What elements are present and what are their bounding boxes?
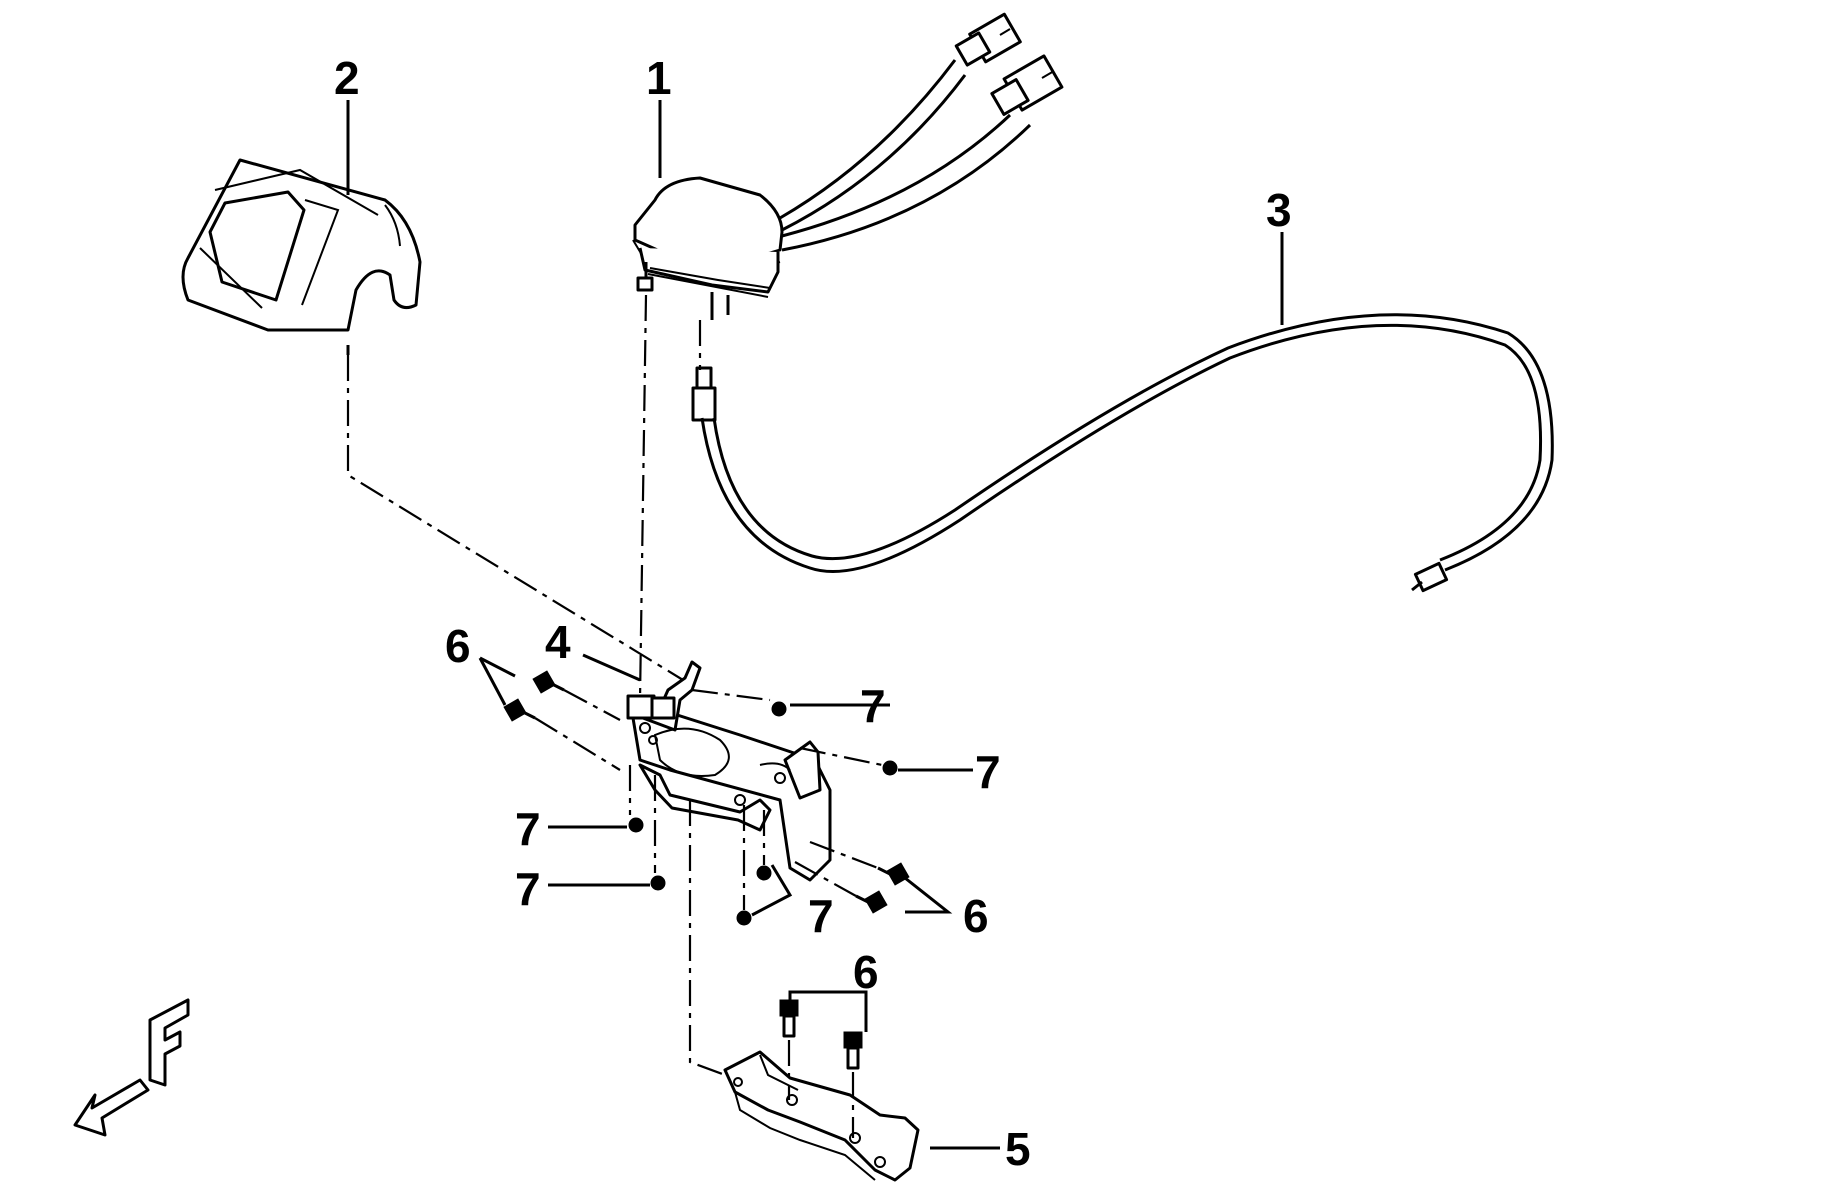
nut-7-d — [650, 875, 666, 891]
bolt-6-right-b — [855, 890, 888, 914]
meter-assembly-part — [632, 12, 1064, 320]
nut-7-c — [628, 817, 644, 833]
nut-7-b — [882, 760, 898, 776]
callout-7-center: 7 — [808, 890, 834, 942]
callout-6-upper-left: 6 — [445, 620, 471, 672]
nut-7-a — [771, 701, 787, 717]
callout-4: 4 — [545, 616, 571, 668]
bolt-6-upper-a — [532, 670, 565, 694]
nut-7-e — [756, 865, 772, 881]
lower-bracket-part — [723, 1050, 920, 1182]
nut-7-f — [736, 910, 752, 926]
callout-6-right: 6 — [963, 890, 989, 942]
front-direction-letter: F — [160, 1049, 161, 1051]
callout-7-upper-right: 7 — [860, 680, 886, 732]
bolt-fasteners — [503, 670, 910, 1070]
callout-2: 2 — [334, 52, 360, 104]
speedometer-cable-part — [691, 313, 1554, 593]
callouts: 2 1 3 4 6 7 7 7 7 7 6 6 5 — [334, 52, 1292, 1175]
callout-6-lower: 6 — [853, 946, 879, 998]
callout-5: 5 — [1005, 1123, 1031, 1175]
nut-fasteners — [628, 701, 898, 926]
bolt-6-lower-b — [843, 1031, 863, 1070]
front-direction-arrow-icon: F — [73, 998, 190, 1137]
meter-cover-part — [181, 158, 422, 332]
callout-3: 3 — [1266, 184, 1292, 236]
callout-7-left-upper: 7 — [515, 803, 541, 855]
bolt-6-right-a — [877, 862, 910, 886]
assembly-lines — [346, 294, 883, 1138]
callout-7-right: 7 — [975, 746, 1001, 798]
bolt-6-upper-b — [503, 698, 536, 722]
bolt-6-lower-a — [779, 999, 799, 1038]
leader-lines — [346, 100, 1284, 1150]
callout-7-left-lower: 7 — [515, 863, 541, 915]
meter-bracket-part — [626, 660, 832, 882]
callout-1: 1 — [646, 52, 672, 104]
